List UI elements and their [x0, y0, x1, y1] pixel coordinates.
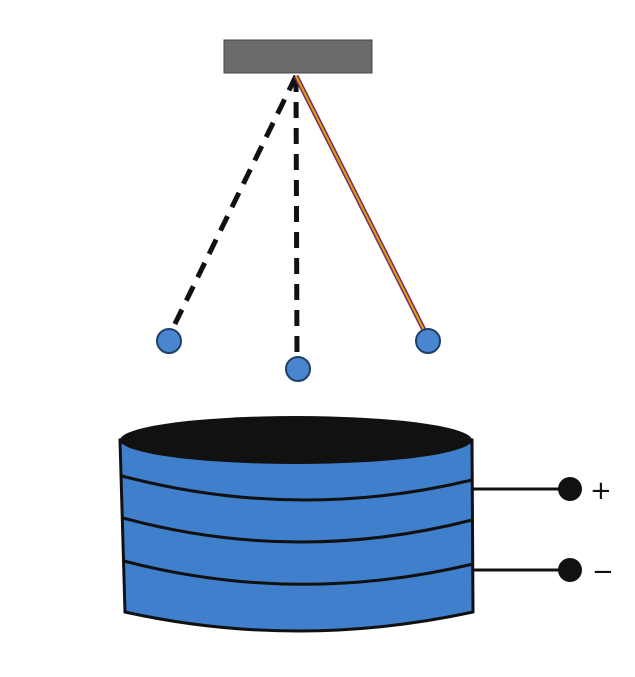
pendulum-string-center-dashed: [293, 75, 300, 361]
pendulum-bob-center: [285, 356, 311, 382]
negative-terminal-label: −: [592, 557, 614, 587]
coil-winding-1: [121, 474, 473, 502]
coil-winding-3: [123, 559, 474, 586]
pendulum-bob-right: [415, 328, 441, 354]
negative-terminal: [558, 558, 582, 582]
ceiling-support: [223, 39, 373, 74]
pendulum-string-right-solid-core: [295, 75, 427, 335]
positive-terminal: [558, 477, 582, 501]
electromagnet-body: [118, 438, 475, 633]
pendulum-bob-left: [156, 328, 182, 354]
pendulum-string-left-dashed: [167, 74, 299, 336]
positive-terminal-label: +: [590, 476, 612, 506]
electromagnet-top: [120, 416, 472, 464]
coil-winding-2: [122, 516, 473, 544]
